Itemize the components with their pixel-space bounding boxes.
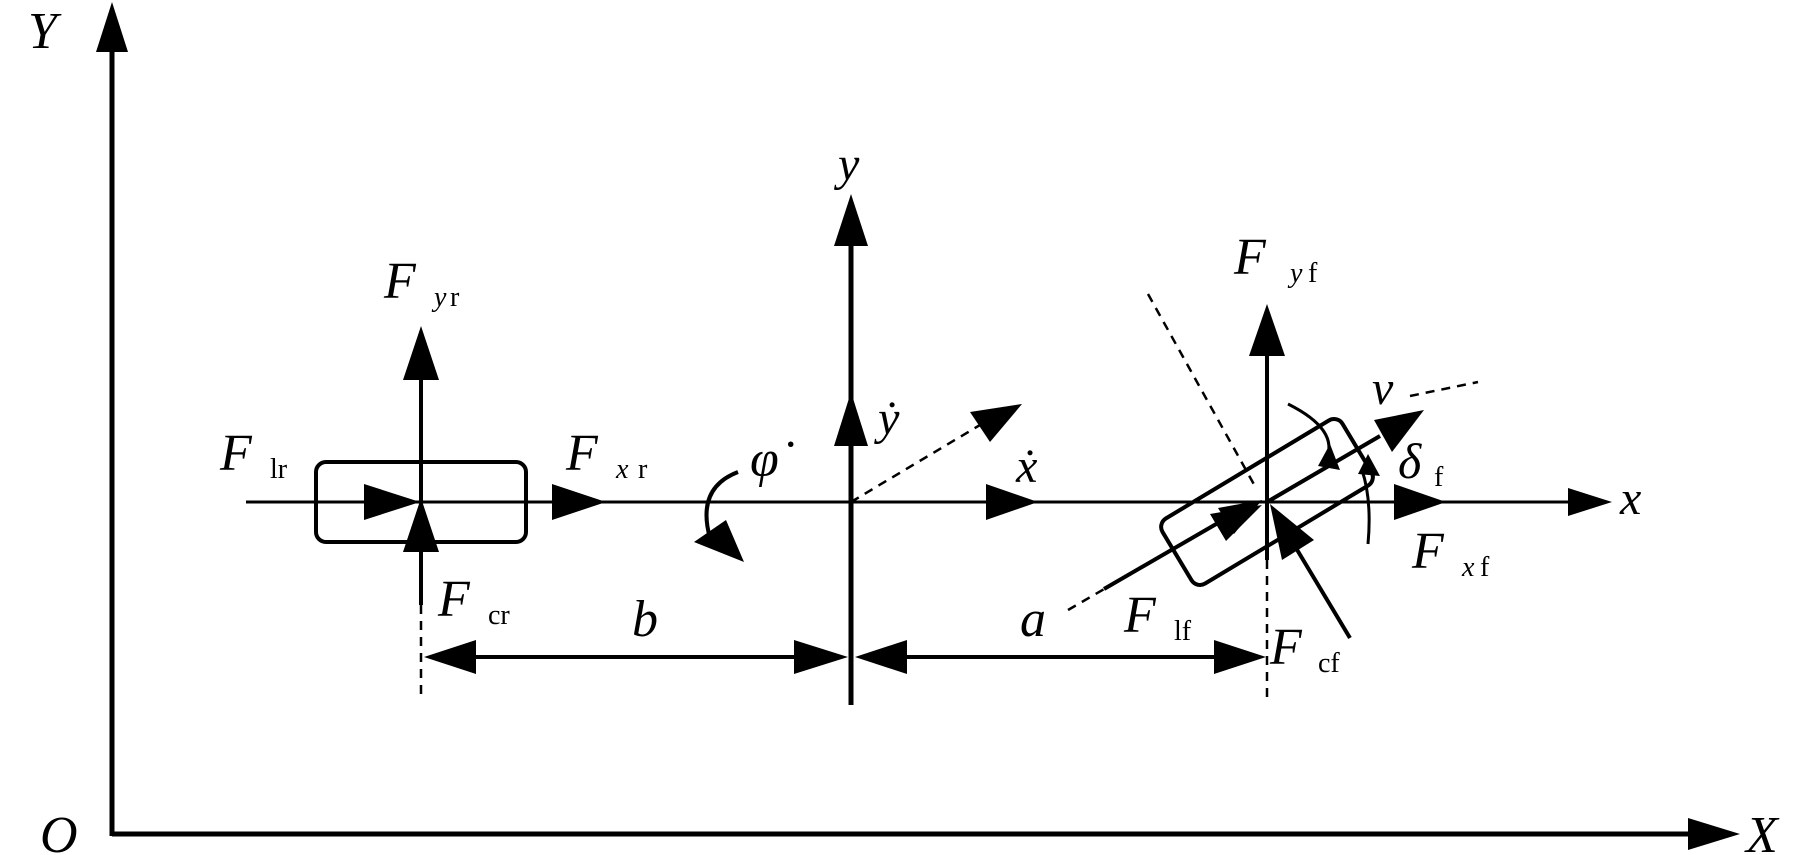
global-y-label: Y [28,3,62,60]
body-y-label: y [833,138,860,191]
svg-text:f: f [1480,552,1490,583]
dimension-a [855,640,1266,674]
yaw-rate-label: φ̇ [750,431,794,488]
svg-text:cf: cf [1318,648,1340,679]
flf-arrow [1210,505,1262,541]
svg-text:f: f [1308,258,1318,289]
svg-text:F: F [565,425,599,482]
cg-velocity-direction [850,404,1022,504]
x-dot-label: ẋ [1015,440,1038,493]
fcf-label: F cf [1269,619,1340,679]
flr-arrow [364,484,420,520]
svg-text:x: x [1461,552,1475,583]
x-dot-arrow [986,484,1038,520]
svg-text:f: f [1434,462,1444,493]
fxr-arrow [552,484,606,520]
svg-text:lr: lr [270,454,288,485]
front-wheel-normal-dashed [1146,293,1258,489]
svg-text:y: y [1287,258,1303,289]
global-x-axis [112,818,1740,850]
fxf-label: F x f [1411,523,1490,583]
fcf-arrow [1270,504,1352,640]
fxf-arrow [1394,484,1446,520]
yaw-rate-arrow [694,470,744,562]
body-y-axis [834,194,868,705]
svg-text:F: F [383,253,417,310]
steering-angle-arc [1287,402,1380,545]
front-velocity-arrow [1265,410,1424,504]
y-dot-arrow [834,392,868,446]
global-x-label: X [1744,807,1780,855]
svg-text:F: F [1269,619,1303,676]
origin-label: O [40,807,78,855]
b-label: b [632,591,658,648]
svg-text:lf: lf [1174,616,1192,647]
global-y-axis [96,2,128,836]
fcr-arrow [403,498,439,552]
svg-text:F: F [1233,229,1267,286]
fyf-label: F y f [1233,229,1318,289]
a-label: a [1020,591,1046,648]
svg-text:x: x [615,454,629,485]
svg-text:F: F [219,425,253,482]
svg-text:F: F [1123,587,1157,644]
svg-text:r: r [638,454,648,485]
svg-text:y: y [431,282,447,313]
fyr-arrow [403,326,439,380]
body-x-label: x [1619,472,1641,525]
fcr-label: F cr [437,571,510,631]
flr-label: F lr [219,425,288,485]
svg-text:F: F [437,571,471,628]
svg-text:r: r [450,282,460,313]
body-x-axis [246,488,1612,516]
front-velocity-label: v [1372,362,1394,415]
steering-angle-label: δ f [1398,433,1444,493]
svg-text:F: F [1411,523,1445,580]
dimension-b [424,640,848,674]
svg-text:cr: cr [488,600,510,631]
y-dot-label: ẏ [874,392,900,445]
fyr-label: F y r [383,253,460,313]
fxr-label: F x r [565,425,648,485]
flf-label: F lf [1123,587,1192,647]
svg-text:δ: δ [1398,433,1422,489]
